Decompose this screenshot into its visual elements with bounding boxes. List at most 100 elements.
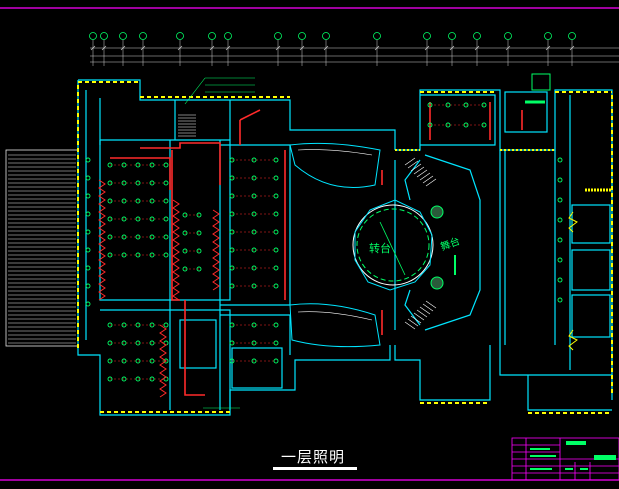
light-fixture (121, 216, 127, 222)
light-fixture (251, 340, 257, 346)
light-fixture (85, 229, 91, 235)
light-fixture (163, 162, 169, 168)
light-fixture (182, 248, 188, 254)
light-fixture (149, 162, 155, 168)
grid-axis-bubbles (89, 32, 576, 66)
light-fixture (251, 358, 257, 364)
lighting-fixtures (85, 102, 563, 382)
light-fixture (445, 102, 451, 108)
axis-bubble (100, 32, 108, 40)
rotating-stage (352, 199, 456, 291)
light-fixture (196, 212, 202, 218)
light-fixture (557, 197, 563, 203)
light-fixture (196, 248, 202, 254)
light-fixture (85, 157, 91, 163)
light-fixture (273, 358, 279, 364)
light-fixture (149, 322, 155, 328)
light-fixture (85, 301, 91, 307)
light-fixture (273, 157, 279, 163)
light-fixture (251, 265, 257, 271)
light-fixture (251, 322, 257, 328)
light-fixture (149, 252, 155, 258)
light-fixture (557, 277, 563, 283)
light-fixture (273, 211, 279, 217)
light-fixture (121, 162, 127, 168)
light-fixture (85, 247, 91, 253)
axis-bubble (448, 32, 456, 40)
light-fixture (107, 216, 113, 222)
light-fixture (251, 157, 257, 163)
light-fixture (273, 175, 279, 181)
light-fixture (229, 247, 235, 253)
light-fixture (163, 358, 169, 364)
axis-bubble (274, 32, 282, 40)
light-fixture (135, 180, 141, 186)
light-fixture (85, 193, 91, 199)
light-fixture (107, 180, 113, 186)
light-fixture (107, 234, 113, 240)
light-fixture (557, 217, 563, 223)
light-fixture (85, 175, 91, 181)
drawing-title: 一层照明 (281, 448, 346, 466)
light-fixture (463, 122, 469, 128)
axis-bubble (139, 32, 147, 40)
axis-bubble (208, 32, 216, 40)
light-fixture (121, 252, 127, 258)
axis-bubble (473, 32, 481, 40)
dimension-chain (90, 45, 619, 63)
light-fixture (427, 122, 433, 128)
light-fixture (182, 212, 188, 218)
light-fixture (107, 252, 113, 258)
light-fixture (229, 211, 235, 217)
axis-bubble (176, 32, 184, 40)
right-section-marks (531, 73, 612, 351)
light-fixture (135, 376, 141, 382)
light-fixture (163, 216, 169, 222)
light-fixture (135, 162, 141, 168)
light-fixture (135, 322, 141, 328)
light-fixture (196, 230, 202, 236)
light-fixture (85, 211, 91, 217)
light-fixture (273, 265, 279, 271)
light-fixture (163, 252, 169, 258)
title-block-fill (530, 441, 616, 470)
circuit-wiring (110, 102, 523, 396)
light-fixture (163, 322, 169, 328)
light-fixture (251, 211, 257, 217)
light-fixture (107, 322, 113, 328)
light-fixture (481, 122, 487, 128)
light-fixture (273, 229, 279, 235)
light-fixture (121, 340, 127, 346)
left-seating-hatch (5, 149, 79, 347)
axis-bubble (322, 32, 330, 40)
axis-bubble (423, 32, 431, 40)
light-fixture (121, 358, 127, 364)
light-fixture (107, 358, 113, 364)
light-fixture (135, 252, 141, 258)
light-fixture (557, 297, 563, 303)
light-fixture (149, 198, 155, 204)
light-fixture (135, 340, 141, 346)
light-fixture (229, 340, 235, 346)
light-fixture (107, 198, 113, 204)
light-fixture (107, 376, 113, 382)
light-fixture (229, 157, 235, 163)
light-fixture (121, 198, 127, 204)
light-fixture (557, 237, 563, 243)
light-fixture (251, 193, 257, 199)
label-rotating-stage: 转台 (369, 241, 391, 255)
light-fixture (85, 283, 91, 289)
light-fixture (229, 265, 235, 271)
light-fixture (557, 177, 563, 183)
light-fixture (273, 283, 279, 289)
light-fixture (121, 322, 127, 328)
building-walls (77, 79, 613, 416)
light-fixture (251, 283, 257, 289)
axis-bubble (119, 32, 127, 40)
light-fixture (149, 234, 155, 240)
axis-bubble (373, 32, 381, 40)
light-fixture (163, 234, 169, 240)
light-fixture (251, 229, 257, 235)
axis-bubble (568, 32, 576, 40)
light-fixture (149, 340, 155, 346)
